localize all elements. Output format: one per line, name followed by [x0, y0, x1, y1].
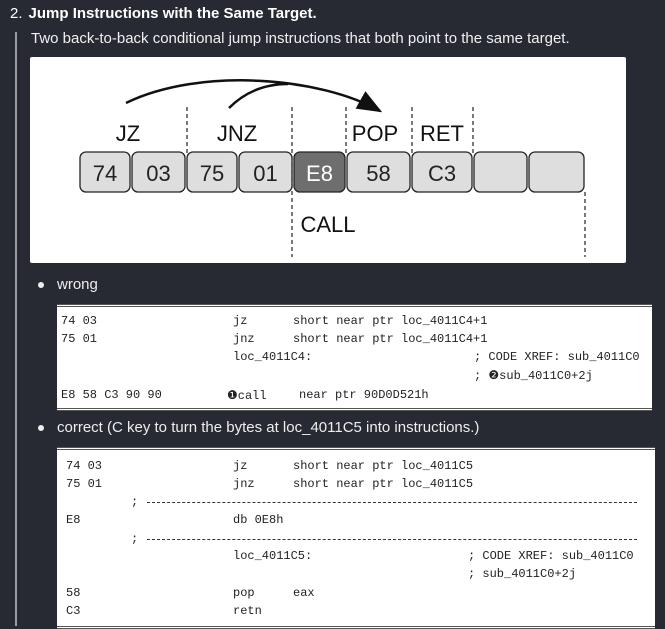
byte-value: 03 — [146, 161, 170, 186]
label-jz: JZ — [116, 121, 140, 146]
description: Two back-to-back conditional jump instru… — [31, 30, 570, 47]
bullet-correct: correct (C key to turn the bytes at loc_… — [38, 419, 479, 436]
code-operands: short near ptr loc_4011C4+1 — [293, 314, 488, 328]
bullet-dot — [38, 425, 44, 432]
byte-value: 74 — [93, 161, 117, 186]
code-mnemonic: jz — [233, 459, 248, 473]
byte-box — [186, 151, 238, 193]
code-bytes: 74 03 — [61, 314, 98, 328]
code-operands: short near ptr loc_4011C5 — [293, 477, 474, 491]
separator-semicolon: ; — [131, 495, 139, 509]
code-bytes: C3 — [66, 604, 81, 618]
code-mnemonic: jnz — [233, 477, 255, 491]
code-mnemonic: jnz — [233, 332, 255, 346]
bullet-dot — [38, 282, 44, 289]
heading-number: 2. — [10, 5, 23, 22]
label-jnz: JNZ — [217, 121, 257, 146]
byte-diagram: 74 03 75 01 E8 58 C3 JZ JNZ POP RET CALL — [30, 57, 626, 263]
code-mnemonic: pop — [233, 586, 255, 600]
code-label: loc_4011C5: — [233, 549, 313, 563]
code-bytes: 58 — [66, 586, 81, 600]
jz-arrow — [125, 79, 383, 113]
code-operands: eax — [293, 586, 315, 600]
byte-value: 75 — [200, 161, 224, 186]
byte-box — [79, 151, 131, 193]
code-bytes: E8 58 C3 90 90 — [61, 388, 162, 402]
code-operands: short near ptr loc_4011C5 — [293, 459, 474, 473]
byte-box — [238, 151, 293, 193]
separator-line — [147, 502, 637, 503]
label-call: CALL — [300, 212, 355, 237]
code-listing-correct: 74 03 jz short near ptr loc_4011C5 75 01… — [57, 447, 655, 629]
boundary-lines — [186, 107, 586, 257]
code-comment: ; CODE XREF: sub_4011C0 — [468, 549, 634, 563]
byte-box — [411, 151, 473, 193]
code-operands: short near ptr loc_4011C4+1 — [293, 332, 488, 346]
bullet-wrong: wrong — [38, 276, 98, 293]
byte-value: E8 — [306, 161, 333, 186]
byte-box — [131, 151, 186, 193]
separator-semicolon: ; — [131, 532, 139, 546]
code-operands: near ptr 90D0D521h — [299, 388, 429, 402]
code-bytes: E8 — [66, 513, 81, 527]
byte-value: C3 — [428, 161, 456, 186]
heading-title: Jump Instructions with the Same Target. — [28, 5, 317, 22]
code-mnemonic: jz — [233, 314, 248, 328]
code-bytes: 74 03 — [66, 459, 103, 473]
separator-line — [147, 539, 637, 540]
label-ret: RET — [420, 121, 464, 146]
section-heading: 2. Jump Instructions with the Same Target… — [10, 5, 317, 22]
jnz-arrow — [228, 82, 289, 109]
code-comment: ; CODE XREF: sub_4011C0 — [474, 350, 640, 364]
byte-value: 58 — [366, 161, 390, 186]
byte-value: 01 — [253, 161, 277, 186]
code-mnemonic: retn — [233, 604, 262, 618]
code-bytes: 75 01 — [66, 477, 103, 491]
code-directive: db 0E8h — [233, 513, 284, 527]
code-comment: ; ❷sub_4011C0+2j — [474, 369, 593, 383]
label-pop: POP — [352, 121, 398, 146]
bullet-label: correct (C key to turn the bytes at loc_… — [57, 419, 480, 436]
bullet-label: wrong — [57, 276, 98, 293]
byte-box — [473, 151, 528, 193]
code-mnemonic: ❶call — [227, 389, 267, 403]
code-bytes: 75 01 — [61, 332, 98, 346]
byte-box — [346, 151, 411, 193]
blockquote-rule — [15, 32, 17, 626]
byte-box — [528, 151, 585, 193]
code-comment: ; sub_4011C0+2j — [468, 567, 577, 581]
byte-box — [293, 151, 346, 193]
code-label: loc_4011C4: — [233, 350, 313, 364]
code-listing-wrong: 74 03 jz short near ptr loc_4011C4+1 75 … — [57, 304, 652, 411]
